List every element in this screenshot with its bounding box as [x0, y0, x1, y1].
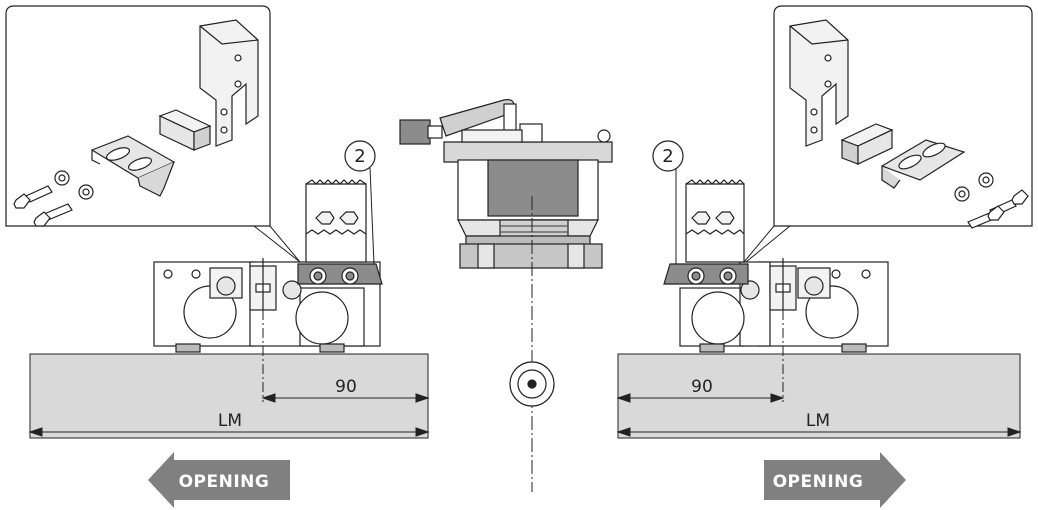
right-dimension-90	[616, 393, 785, 403]
right-toothed-clamp	[685, 179, 745, 263]
right-belt-clamp	[663, 263, 749, 285]
right-rail	[617, 353, 1021, 439]
left-rail	[29, 353, 429, 439]
left-dimension-90-label: 90	[335, 377, 357, 397]
left-callout: 2	[344, 140, 376, 265]
right-callout: 2	[652, 140, 684, 264]
left-dimension-lm	[28, 427, 430, 437]
left-washers	[54, 170, 94, 200]
right-spacer-block	[840, 123, 894, 165]
right-angle-bracket	[789, 19, 849, 147]
left-callout-number: 2	[354, 146, 365, 167]
left-slotted-plate	[90, 135, 176, 197]
right-opening-label: OPENING	[773, 472, 864, 492]
left-screws	[13, 185, 73, 227]
left-belt-clamp	[297, 263, 383, 285]
center-base	[459, 235, 603, 269]
left-opening-arrow: OPENING	[148, 452, 290, 508]
center-pulley-symbol	[509, 361, 555, 407]
right-dimension-90-label: 90	[691, 377, 713, 397]
left-assembly: 2 90 LM OPENING	[5, 5, 430, 508]
left-dimension-90	[261, 393, 430, 403]
left-spacer-block	[158, 109, 212, 151]
left-dimension-lm-label: LM	[218, 411, 242, 431]
center-assembly	[399, 99, 613, 492]
left-opening-label: OPENING	[179, 472, 270, 492]
right-assembly: 2 90 LM OPENING	[616, 5, 1033, 508]
left-angle-bracket	[199, 19, 259, 147]
left-toothed-clamp	[305, 179, 367, 263]
right-opening-arrow: OPENING	[764, 452, 906, 508]
center-motor-body	[457, 159, 599, 251]
right-washers	[954, 172, 994, 202]
right-callout-number: 2	[662, 146, 673, 167]
right-dimension-lm-label: LM	[806, 411, 830, 431]
center-top-plate	[443, 123, 613, 163]
right-carriage	[679, 258, 889, 353]
right-screws	[967, 189, 1029, 229]
right-dimension-lm	[616, 427, 1022, 437]
right-slotted-plate	[880, 139, 966, 189]
